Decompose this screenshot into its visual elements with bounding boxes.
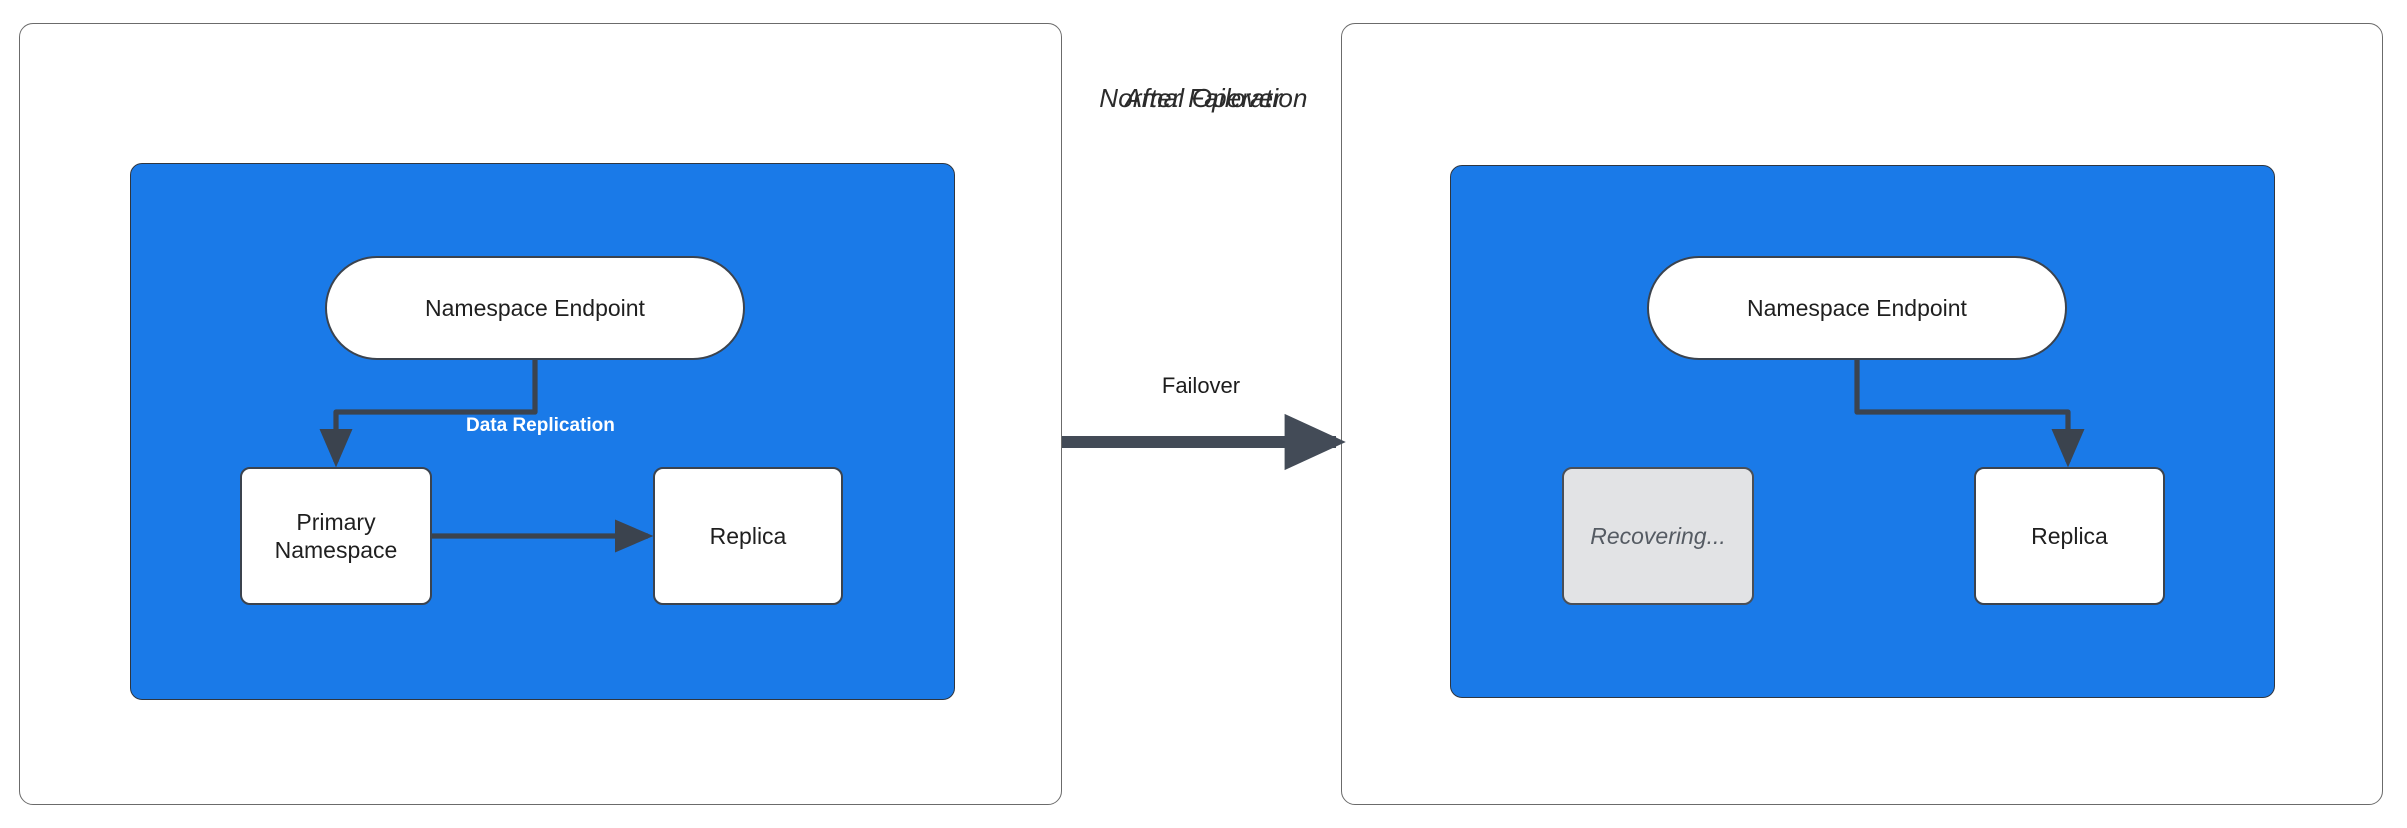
edge-label-data-replication: Data Replication — [466, 415, 615, 436]
node-primary-namespace-label: Primary Namespace — [275, 508, 398, 564]
cluster-after-failover — [1450, 165, 2275, 698]
node-recovering[interactable]: Recovering... — [1562, 467, 1754, 605]
node-replica-normal[interactable]: Replica — [653, 467, 843, 605]
node-replica-failover[interactable]: Replica — [1974, 467, 2165, 605]
node-namespace-endpoint-failover[interactable]: Namespace Endpoint — [1647, 256, 2067, 360]
panel-title-after-failover: After Failover — [1124, 83, 1283, 113]
panel-title-normal-operation: Normal Operation — [1099, 83, 1308, 113]
cluster-normal-operation — [130, 163, 955, 700]
node-namespace-endpoint-normal[interactable]: Namespace Endpoint — [325, 256, 745, 360]
transition-label-failover: Failover — [1161, 373, 1241, 398]
node-primary-namespace-line2: Namespace — [274, 537, 398, 563]
node-primary-namespace-line1: Primary — [296, 508, 376, 535]
node-primary-namespace[interactable]: Primary Namespace — [240, 467, 432, 605]
